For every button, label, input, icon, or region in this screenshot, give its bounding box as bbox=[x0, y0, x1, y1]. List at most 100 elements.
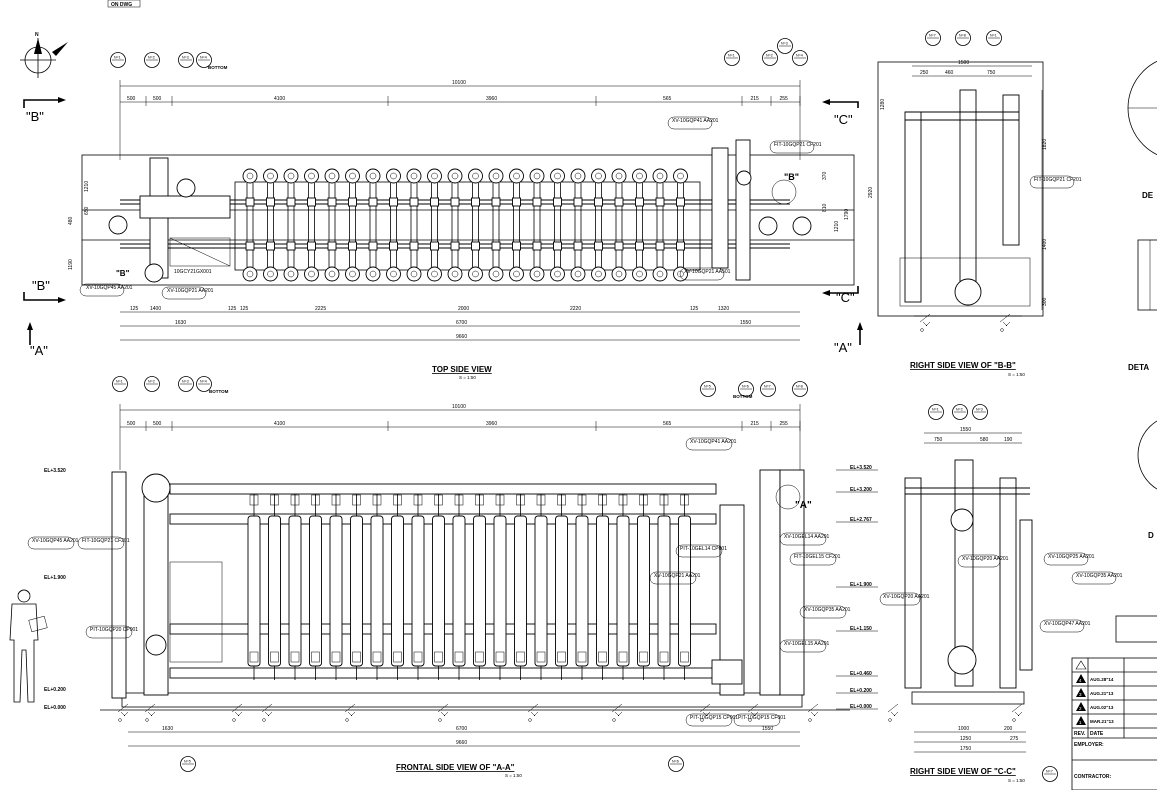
svg-text:"B": "B" bbox=[784, 172, 799, 182]
module-end-cap bbox=[386, 266, 401, 282]
module-clamp bbox=[655, 197, 665, 207]
membrane-module bbox=[329, 515, 343, 667]
module-end-cap bbox=[591, 168, 606, 184]
operator-figure-icon bbox=[9, 589, 48, 703]
svg-text:480: 480 bbox=[68, 216, 74, 225]
module-clamp bbox=[307, 197, 316, 207]
module-end-cap bbox=[591, 266, 606, 282]
top-bottom-dimensions: 1400 2225 2000 2220 1320 125 125 125 125… bbox=[68, 171, 850, 341]
membrane-module bbox=[309, 515, 322, 667]
balloon-icon bbox=[762, 50, 778, 66]
module-clamp bbox=[512, 241, 521, 251]
bottom-label-front-right: BOTTOM bbox=[733, 394, 753, 399]
module-end-cap bbox=[263, 266, 278, 282]
module-clamp bbox=[327, 197, 337, 207]
front-tag-pit15-cp: PIT-10GQP15 CP001 bbox=[685, 713, 738, 727]
svg-text:1820: 1820 bbox=[1042, 139, 1048, 150]
svg-text:XV-10GEL14 AA201: XV-10GEL14 AA201 bbox=[784, 534, 830, 540]
balloon-label: N=1 bbox=[990, 34, 997, 38]
module-clamp bbox=[368, 197, 378, 207]
svg-text:2220: 2220 bbox=[570, 306, 581, 312]
module-end-cap bbox=[324, 266, 340, 282]
module-end-cap bbox=[570, 168, 586, 184]
module-clamp bbox=[614, 241, 624, 251]
balloon-label: N=4 bbox=[200, 380, 207, 384]
module-clamp bbox=[389, 197, 398, 207]
front-tag-pit20: PIT-10GQP20 CP001 bbox=[85, 625, 138, 639]
svg-text:XV-10GEL15 AA201: XV-10GEL15 AA201 bbox=[784, 641, 830, 647]
svg-text:XV-10GQP21 AA201: XV-10GQP21 AA201 bbox=[167, 288, 214, 294]
module-end-cap bbox=[365, 168, 381, 184]
top-tag-xv21-501: XV-10GQP21 AA501 bbox=[679, 267, 731, 281]
balloon-label: N=8 bbox=[796, 385, 803, 389]
section-marker-c-bottom: "C" bbox=[822, 286, 859, 305]
svg-text:XV-10GQP25 AA201: XV-10GQP25 AA201 bbox=[1048, 554, 1095, 560]
svg-text:XV-10GQP41 AA201: XV-10GQP41 AA201 bbox=[690, 439, 737, 445]
svg-text:"A": "A" bbox=[795, 500, 812, 511]
module-clamp bbox=[553, 241, 562, 251]
balloon-icon bbox=[925, 30, 941, 46]
module-end-cap bbox=[488, 168, 504, 184]
svg-text:FIT-10GQP21 CF201: FIT-10GQP21 CF201 bbox=[1034, 177, 1082, 183]
balloon-icon bbox=[928, 404, 944, 420]
balloon-label: N=5 bbox=[184, 760, 191, 764]
svg-text:125: 125 bbox=[690, 306, 699, 312]
svg-text:1210: 1210 bbox=[84, 181, 90, 192]
svg-text:XV-10GQP47 AA201: XV-10GQP47 AA201 bbox=[1044, 621, 1091, 627]
membrane-module bbox=[350, 515, 363, 667]
balloon-icon bbox=[700, 381, 716, 397]
module-end-cap bbox=[468, 266, 483, 282]
module-end-cap bbox=[652, 168, 668, 184]
balloon-icon bbox=[196, 52, 212, 68]
module-clamp bbox=[286, 241, 296, 251]
svg-text:750: 750 bbox=[987, 70, 996, 76]
svg-text:CONTRACTOR:: CONTRACTOR: bbox=[1074, 774, 1111, 780]
module-clamp bbox=[614, 197, 624, 207]
svg-text:2225: 2225 bbox=[315, 306, 326, 312]
svg-text:"B": "B" bbox=[116, 269, 130, 278]
membrane-module bbox=[247, 515, 261, 667]
svg-text:D: D bbox=[1148, 531, 1154, 540]
module-clamp bbox=[409, 197, 419, 207]
foundation-symbols bbox=[117, 313, 1023, 722]
module-clamp bbox=[573, 241, 583, 251]
balloon-icon bbox=[1042, 766, 1058, 782]
svg-text:580: 580 bbox=[980, 437, 989, 443]
membrane-module bbox=[268, 515, 281, 667]
svg-text:FIT-10GQP21 CF201: FIT-10GQP21 CF201 bbox=[774, 142, 822, 148]
front-tag-pit14: PIT-10GEL14 CP001 bbox=[675, 544, 727, 558]
svg-text:FIT-10GEL15 CF201: FIT-10GEL15 CF201 bbox=[794, 554, 841, 560]
balloon-icon bbox=[986, 30, 1002, 46]
right-side-view-b: 1500 250 460 750 1820 1400 300 2920 1280… bbox=[868, 60, 1082, 377]
membrane-module bbox=[473, 515, 486, 667]
membrane-module bbox=[493, 515, 507, 667]
module-clamp bbox=[512, 197, 521, 207]
detail-views: DE DETA D bbox=[1127, 60, 1157, 540]
membrane-module bbox=[596, 515, 609, 667]
membrane-module bbox=[678, 515, 691, 667]
front-tag-xv45: XV-10GQP45 AA201 bbox=[27, 536, 79, 550]
b-tag-fit21: FIT-10GQP21 CF201 bbox=[1029, 175, 1082, 189]
svg-text:XV-10GQP20 AA201: XV-10GQP20 AA201 bbox=[883, 594, 930, 600]
module-clamp bbox=[532, 241, 542, 251]
module-end-cap bbox=[283, 168, 299, 184]
membrane-module bbox=[391, 515, 404, 667]
svg-text:200: 200 bbox=[1004, 726, 1013, 732]
balloon-label: N=2 bbox=[148, 56, 155, 60]
module-clamp bbox=[430, 241, 439, 251]
svg-text:DE: DE bbox=[1142, 191, 1154, 200]
segment-dim: 255 bbox=[780, 96, 789, 102]
module-clamp bbox=[471, 241, 480, 251]
module-end-cap bbox=[509, 168, 524, 184]
top-side-view: "B" "B" "C" "C" "A" "A" bbox=[23, 80, 863, 380]
bottom-label-front: BOTTOM bbox=[209, 389, 229, 394]
svg-text:750: 750 bbox=[934, 437, 943, 443]
svg-text:1400: 1400 bbox=[1042, 239, 1048, 250]
module-clamp bbox=[389, 241, 398, 251]
svg-text:125: 125 bbox=[240, 306, 249, 312]
svg-text:"B": "B" bbox=[32, 278, 50, 293]
section-marker-a-left: "A" bbox=[27, 322, 48, 358]
module-clamp bbox=[286, 197, 296, 207]
